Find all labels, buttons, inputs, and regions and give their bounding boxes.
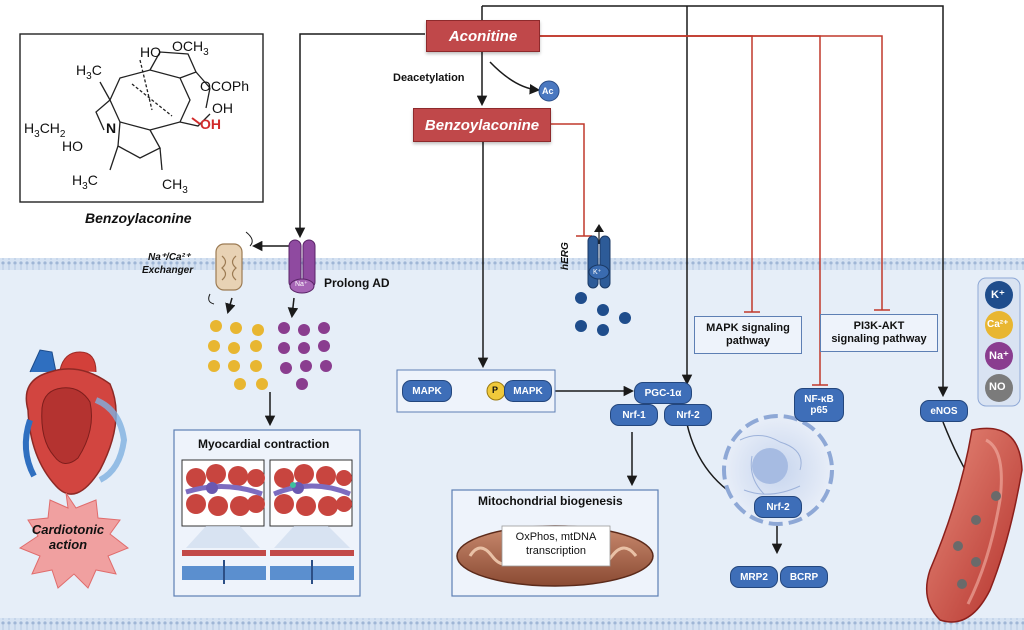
struct-oh1: OH (212, 100, 233, 116)
muscle-fibers (185, 464, 352, 516)
struct-ethyl-h: H (24, 120, 35, 136)
cardiotonic-line1: Cardiotonic (31, 522, 105, 537)
struct-ocoph: OCOPh (200, 78, 250, 94)
myocardial-title: Myocardial contraction (198, 437, 330, 451)
struct-ho-left: HO (62, 138, 83, 154)
mito-title: Mitochondrial biogenesis (478, 494, 623, 508)
sarcomere-strips (182, 526, 354, 584)
oh-bond-red (191, 117, 201, 125)
ncx-exchanger (208, 231, 253, 305)
struct-n: N (106, 120, 117, 136)
legend-na-dot (985, 342, 1013, 370)
calcium-ions (208, 320, 268, 390)
mito-detail-1: OxPhos, mtDNA (515, 531, 597, 543)
struct-h3co-sub: 3 (86, 70, 92, 82)
struct-och3-top: OCH3 (172, 38, 209, 58)
nrf2-node: Nrf-2 (664, 404, 712, 426)
aconitine-box: Aconitine (426, 20, 540, 52)
legend-no-label: NO (989, 381, 1006, 393)
cardiotonic-starburst (18, 492, 129, 589)
cell-membrane-bottom (0, 618, 1024, 630)
structure-caption: Benzoylaconine (85, 210, 192, 226)
exchanger-label-1: Na⁺/Ca²⁺ (148, 252, 191, 263)
na-channel (288, 239, 316, 294)
mito-label-bg (501, 525, 611, 567)
enos-node: eNOS (920, 400, 968, 422)
struct-ethyl-ch: CH (39, 120, 60, 136)
pi3k-line2: signaling pathway (831, 333, 927, 345)
struct-h3co-b-sub: 3 (82, 180, 88, 192)
herg-label: hERG (560, 242, 571, 270)
mrp2-node: MRP2 (730, 566, 778, 588)
sodium-ions (278, 322, 332, 390)
struct-och3-text: OCH (172, 38, 204, 54)
benzoylaconine-box: Benzoylaconine (413, 108, 551, 142)
struct-och3-sub: 3 (203, 46, 209, 58)
legend-na-label: Na⁺ (989, 350, 1009, 362)
struct-h3co-h: H (76, 62, 87, 78)
ac-group (538, 80, 560, 102)
inhibition-lines (540, 35, 890, 386)
struct-och3-bottom: CH3 (162, 176, 188, 196)
nucleus (722, 414, 834, 526)
legend-ca-dot (985, 311, 1013, 339)
mapk-signaling-line1: MAPK signaling (706, 322, 790, 334)
prolong-ad-label: Prolong AD (324, 276, 390, 290)
struct-ethyl-sub2: 2 (59, 128, 66, 140)
mapk-node: MAPK (402, 380, 452, 402)
na-channel-label: Na⁺ (295, 281, 308, 288)
struct-och3-b-text: CH (162, 176, 183, 192)
pi3k-line1: PI3K-AKT (853, 320, 905, 332)
exchanger-label-2: Exchanger (142, 265, 194, 276)
structure-frame (19, 33, 264, 203)
structure-bonds (95, 51, 211, 171)
ac-label: Ac (542, 86, 554, 96)
blood-vessel (925, 427, 1023, 623)
nfkb-line1: NF-κB (804, 394, 834, 405)
legend-no-dot (985, 374, 1013, 402)
struct-ethyl-sub: 3 (34, 128, 40, 140)
struct-h3co-c: C (91, 62, 102, 78)
struct-oh-red: OH (200, 116, 221, 132)
struct-ho-top: HO (140, 44, 161, 60)
struct-h3co-b-h: H (72, 172, 83, 188)
struct-h3co-bottom: H3C (72, 172, 98, 192)
mito-detail-2: transcription (526, 545, 586, 557)
mapk-phospho-node: MAPK (504, 380, 552, 402)
k-channel-label: K⁺ (593, 269, 602, 276)
phospho-label: P (492, 385, 499, 395)
potassium-ions (575, 292, 631, 336)
mito-detail: OxPhos, mtDNA transcription (502, 530, 610, 558)
nrf2-nuclear-node: Nrf-2 (754, 496, 802, 518)
legend-ca-label: Ca²⁺ (987, 319, 1009, 330)
legend-k-dot (985, 281, 1013, 309)
legend-k-label: K⁺ (991, 289, 1005, 301)
struct-och3-b-sub: 3 (182, 184, 188, 196)
mapk-signaling-line2: pathway (725, 335, 770, 347)
nrf1-node: Nrf-1 (610, 404, 658, 426)
pgc1a-node: PGC-1α (634, 382, 692, 404)
nfkb-line2: p65 (810, 405, 828, 416)
cell-membrane-top (0, 258, 1024, 270)
struct-ethyl: H3CH2 (24, 120, 65, 140)
cardiotonic-line2: action (48, 537, 88, 552)
herg-channel (587, 224, 611, 289)
heart-illustration (22, 349, 128, 495)
struct-h3co-b-c: C (87, 172, 98, 188)
struct-h3co-left: H3C (76, 62, 102, 82)
bcrp-node: BCRP (780, 566, 828, 588)
deacetylation-label: Deacetylation (393, 72, 465, 84)
